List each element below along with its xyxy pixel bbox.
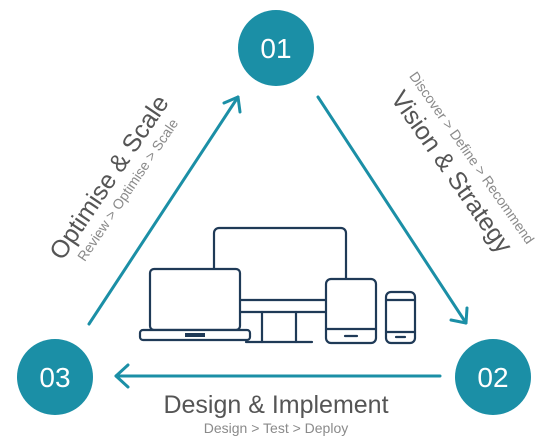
node-01: 01 bbox=[238, 10, 314, 86]
phase-design-implement: Design & Implement Design > Test > Deplo… bbox=[163, 391, 388, 436]
node-02-label: 02 bbox=[477, 362, 508, 393]
laptop-icon bbox=[138, 267, 252, 342]
phase-optimise-scale: Optimise & Scale Review > Optimise > Sca… bbox=[44, 90, 181, 265]
node-01-label: 01 bbox=[260, 33, 291, 64]
devices-illustration bbox=[138, 226, 417, 345]
phase-design-steps: Design > Test > Deploy bbox=[204, 420, 349, 436]
node-03-label: 03 bbox=[39, 362, 70, 393]
node-02: 02 bbox=[455, 339, 531, 415]
phase-design-title: Design & Implement bbox=[163, 391, 388, 419]
tablet-icon bbox=[324, 277, 378, 345]
node-03: 03 bbox=[17, 339, 93, 415]
arrow-design-to-optimise bbox=[114, 363, 442, 389]
phase-vision-title: Vision & Strategy bbox=[385, 86, 518, 259]
arrow-optimise-to-vision bbox=[87, 95, 242, 326]
desktop-monitor-icon bbox=[212, 226, 348, 344]
smartphone-icon bbox=[384, 290, 417, 345]
arrow-vision-to-design bbox=[316, 95, 469, 325]
phase-vision-strategy: Vision & Strategy Discover > Define > Re… bbox=[385, 69, 536, 259]
phase-optimise-title: Optimise & Scale bbox=[44, 90, 174, 265]
